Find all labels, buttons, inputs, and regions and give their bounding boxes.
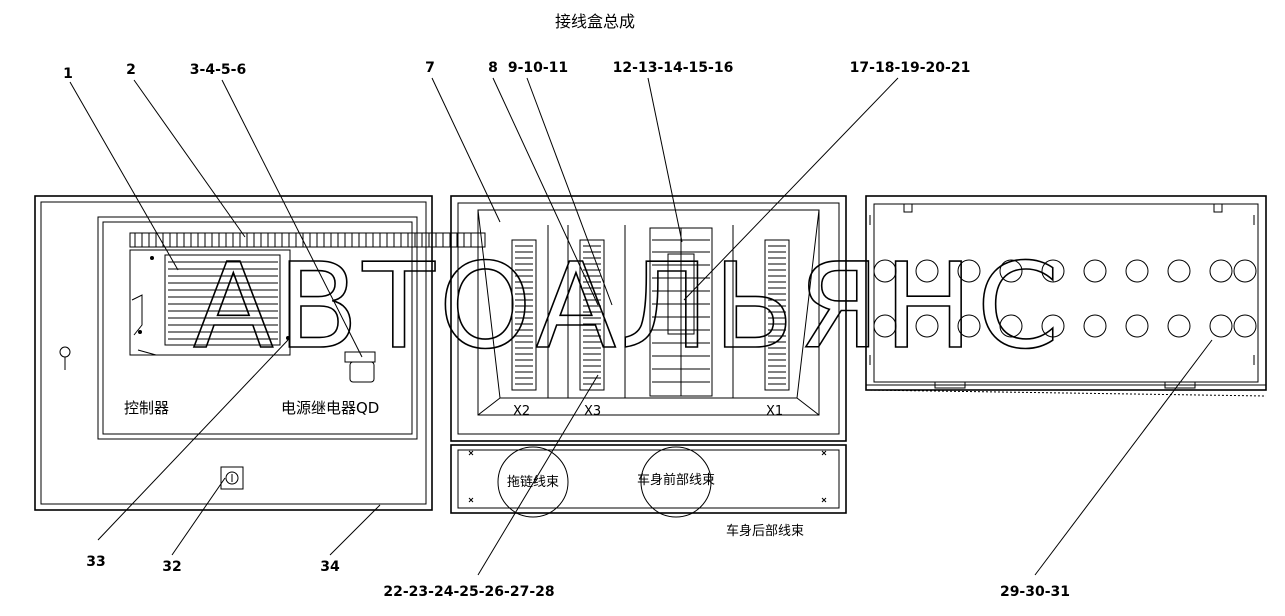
din-rails	[511, 225, 790, 398]
leader-lines	[69, 77, 1213, 576]
cable-hose	[129, 232, 486, 248]
x1-label: X1	[766, 404, 783, 419]
x3-label: X3	[584, 404, 601, 419]
lock-icon	[220, 466, 244, 490]
callout-17-18-19-20-21: 17-18-19-20-21	[850, 60, 971, 76]
watermark-text: АВТОАЛЬЯНС	[193, 237, 1063, 375]
rear-body-harness-label: 车身后部线束	[726, 523, 804, 539]
fuse-relay-block	[649, 227, 713, 397]
harness-entry-plate: 拖链线束 车身前部线束 车身后部线束	[450, 444, 847, 539]
controller-unit	[129, 249, 291, 356]
right-panel	[865, 195, 1267, 397]
callout-2: 2	[126, 62, 136, 78]
callout-9-10-11: 9-10-11	[508, 60, 568, 76]
controller-label: 控制器	[124, 399, 169, 417]
callout-22-28: 22-23-24-25-26-27-28	[383, 584, 554, 600]
ventilation-holes	[873, 259, 1257, 338]
x2-label: X2	[513, 404, 530, 419]
left-panel: 控制器 电源继电器QD	[34, 195, 486, 511]
callout-12-13-14-15-16: 12-13-14-15-16	[613, 60, 734, 76]
front-body-harness-label: 车身前部线束	[637, 472, 715, 488]
callout-34: 34	[320, 559, 340, 575]
door-latch	[59, 346, 71, 370]
callout-33: 33	[86, 554, 105, 570]
callout-7: 7	[425, 60, 435, 76]
callout-1: 1	[63, 66, 73, 82]
callout-8: 8	[488, 60, 498, 76]
callout-29-30-31: 29-30-31	[1000, 584, 1070, 600]
callout-3-4-5-6: 3-4-5-6	[190, 62, 246, 78]
callout-numbers: 1 2 3-4-5-6 7 8 9-10-11 12-13-14-15-16 1…	[63, 60, 1070, 600]
callout-32: 32	[162, 559, 181, 575]
diagram-title: 接线盒总成	[555, 12, 635, 31]
middle-panel: X2 X3 X1	[450, 195, 847, 442]
power-relay-label: 电源继电器QD	[281, 399, 379, 417]
